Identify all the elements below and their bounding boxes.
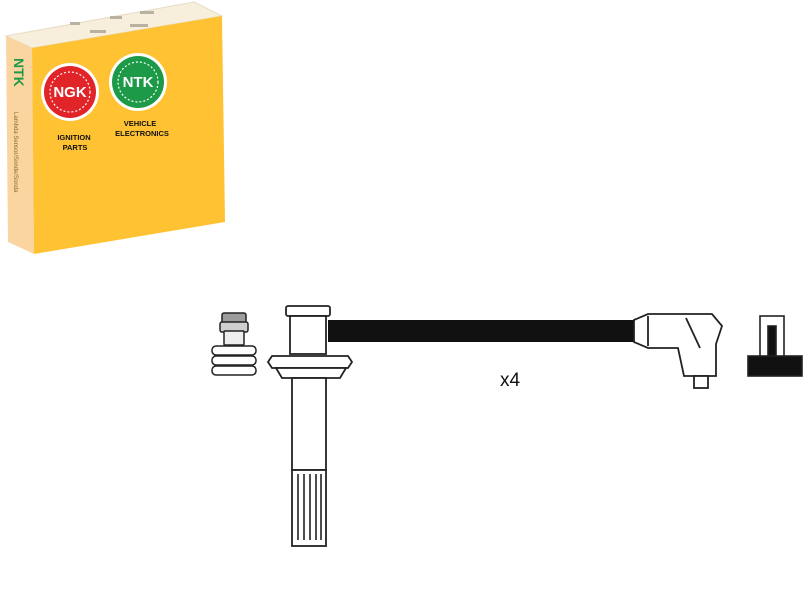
ntk-logo-text: NTK — [123, 74, 154, 91]
quantity-label: x4 — [500, 370, 521, 391]
ntk-logo: NTK — [109, 53, 167, 111]
spark-plug-boot — [266, 305, 354, 547]
ngk-logo: NGK — [41, 63, 99, 121]
box-top-print — [70, 11, 154, 33]
ntk-caption-line1: VEHICLE — [124, 119, 157, 128]
ngk-caption-line2: PARTS — [63, 143, 88, 152]
product-box: NTK Lambda Sensor/Sonde/Sonda NGK IGNITI… — [4, 1, 225, 254]
box-side-small-text: Lambda Sensor/Sonde/Sonda — [12, 112, 18, 193]
ignition-cable — [328, 320, 636, 342]
ngk-caption-line1: IGNITION — [57, 133, 90, 142]
box-side-brand: NTK — [11, 58, 27, 87]
box-side-face — [6, 36, 34, 254]
cable-terminal-left — [211, 312, 257, 376]
cable-terminal-right — [747, 315, 803, 377]
ntk-caption-line2: ELECTRONICS — [115, 129, 169, 138]
angled-connector — [633, 313, 724, 389]
ngk-logo-text: NGK — [53, 84, 87, 101]
